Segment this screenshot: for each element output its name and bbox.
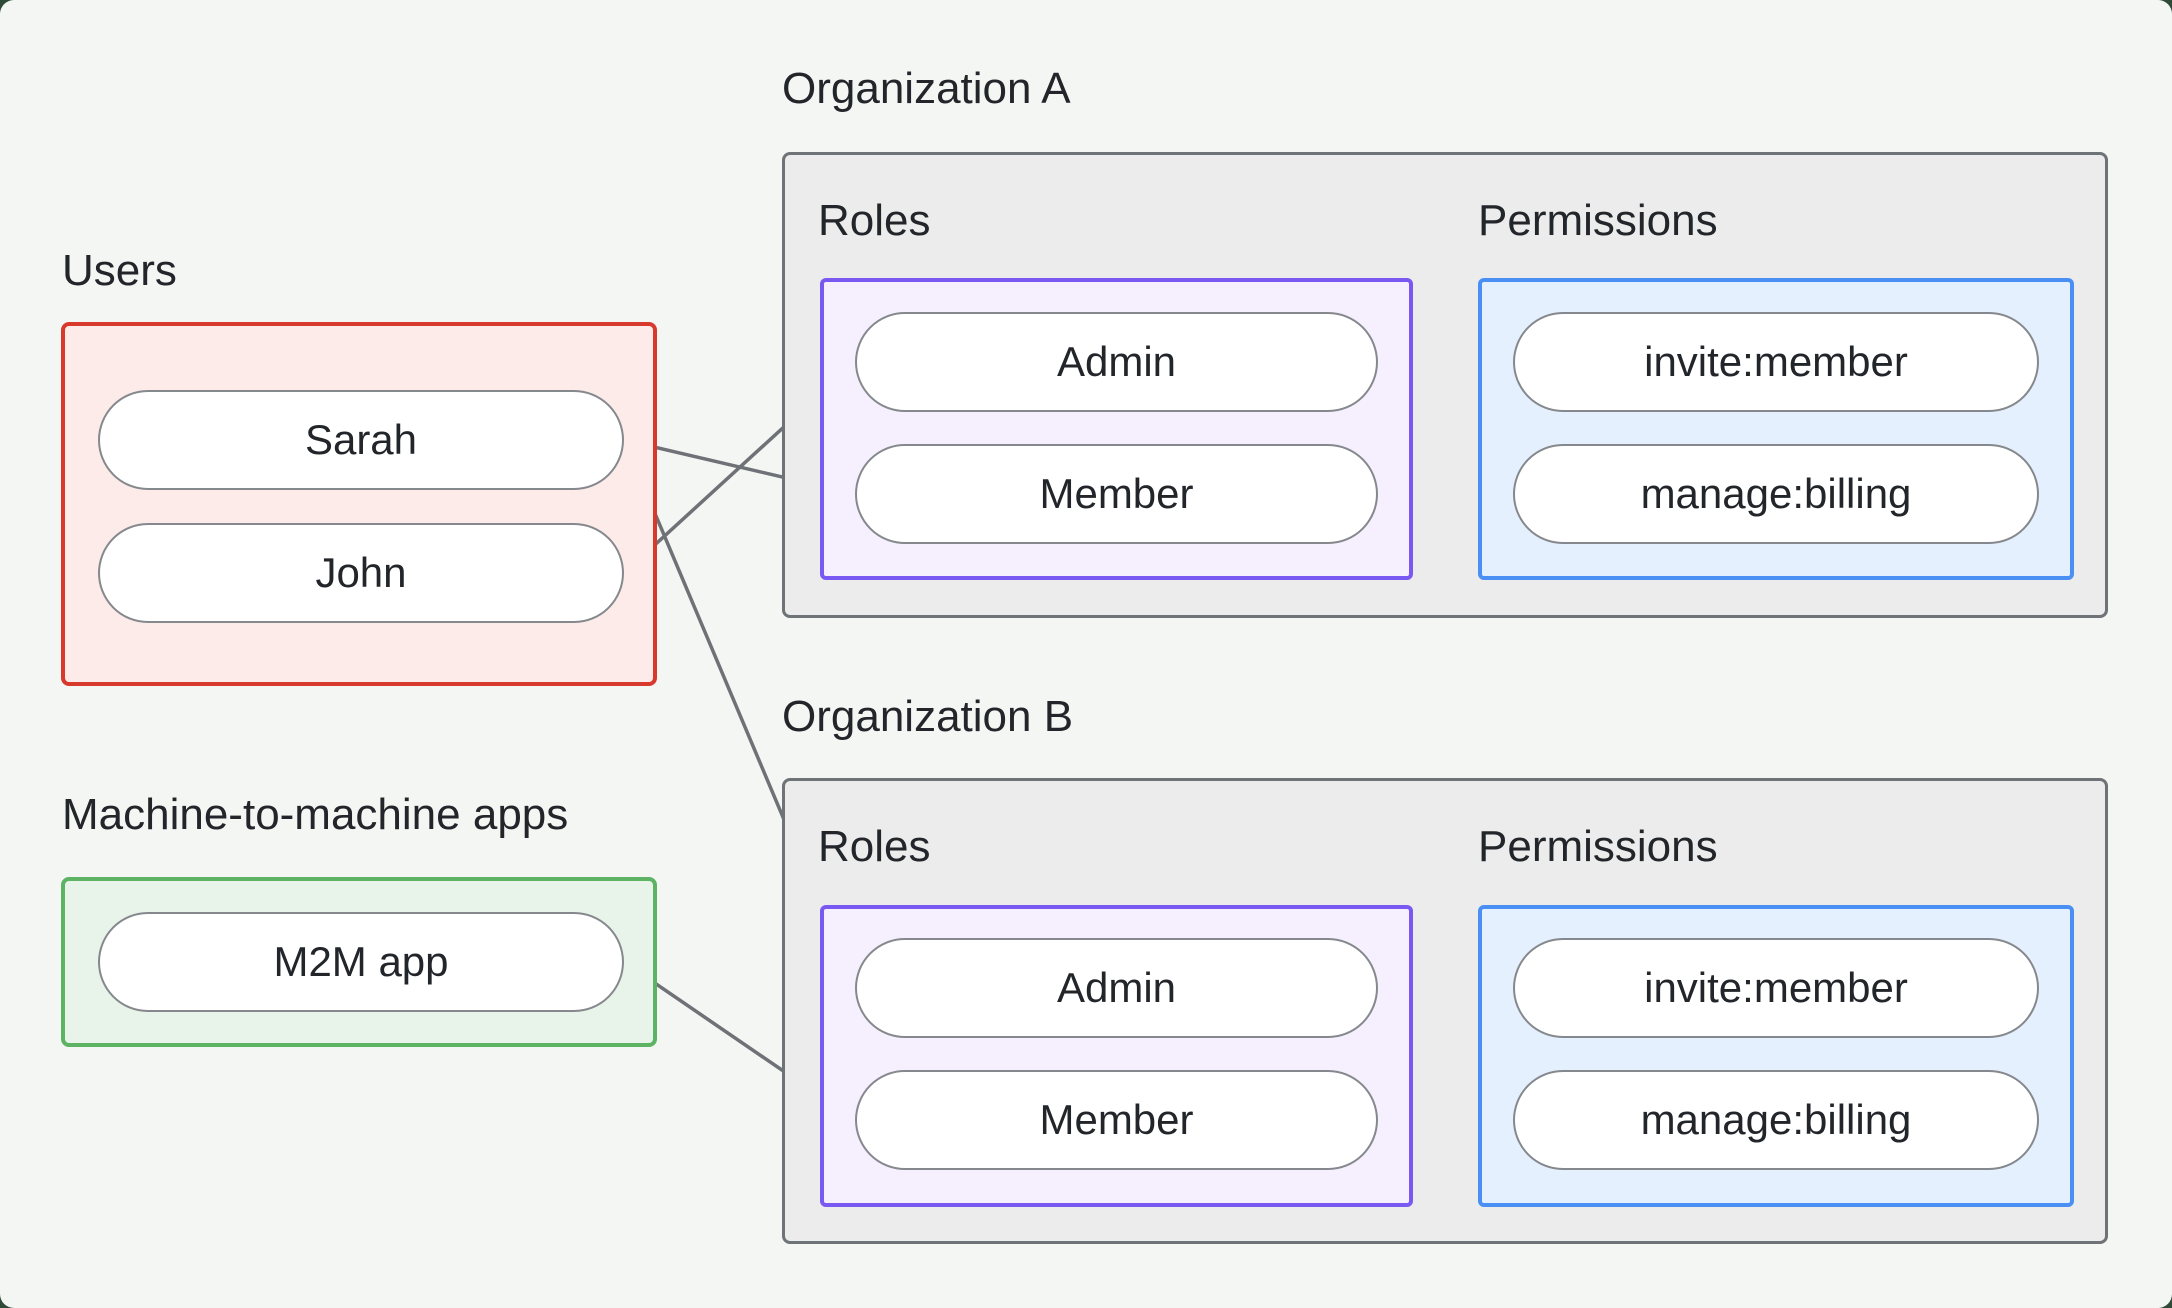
org-b-roles-label: Roles	[818, 822, 931, 871]
org-b-permission-pill-manage-billing: manage:billing	[1513, 1070, 2039, 1170]
org-a-role-pill-admin: Admin	[855, 312, 1378, 412]
user-pill-john: John	[98, 523, 624, 623]
org-b-role-pill-member: Member	[855, 1070, 1378, 1170]
org-b-permission-pill-invite-member: invite:member	[1513, 938, 2039, 1038]
org-b-role-member-label: Member	[1039, 1096, 1194, 1143]
org-a-role-member-label: Member	[1039, 470, 1194, 517]
org-a-title: Organization A	[782, 64, 1071, 113]
org-b-permissions-label: Permissions	[1478, 822, 1718, 871]
user-pill-sarah: Sarah	[98, 390, 624, 490]
org-a-roles-label: Roles	[818, 196, 931, 245]
org-a-permission-manage-billing-label: manage:billing	[1640, 470, 1912, 517]
org-a-permission-invite-member-label: invite:member	[1644, 338, 1908, 385]
user-pill-john-label: John	[315, 549, 407, 596]
org-a-role-pill-member: Member	[855, 444, 1378, 544]
org-a-permissions-label: Permissions	[1478, 196, 1718, 245]
user-pill-sarah-label: Sarah	[304, 416, 418, 463]
org-b-permission-invite-member-label: invite:member	[1644, 964, 1908, 1011]
m2m-app-pill-label: M2M app	[273, 938, 449, 985]
org-a-permission-pill-manage-billing: manage:billing	[1513, 444, 2039, 544]
org-b-role-admin-label: Admin	[1056, 964, 1177, 1011]
org-a-role-admin-label: Admin	[1056, 338, 1177, 385]
users-group-title: Users	[62, 246, 177, 295]
m2m-app-pill: M2M app	[98, 912, 624, 1012]
org-a-permission-pill-invite-member: invite:member	[1513, 312, 2039, 412]
users-group-box	[61, 322, 657, 686]
org-b-permission-manage-billing-label: manage:billing	[1640, 1096, 1912, 1143]
m2m-group-title: Machine-to-machine apps	[62, 790, 569, 839]
org-b-title: Organization B	[782, 692, 1074, 741]
org-b-role-pill-admin: Admin	[855, 938, 1378, 1038]
